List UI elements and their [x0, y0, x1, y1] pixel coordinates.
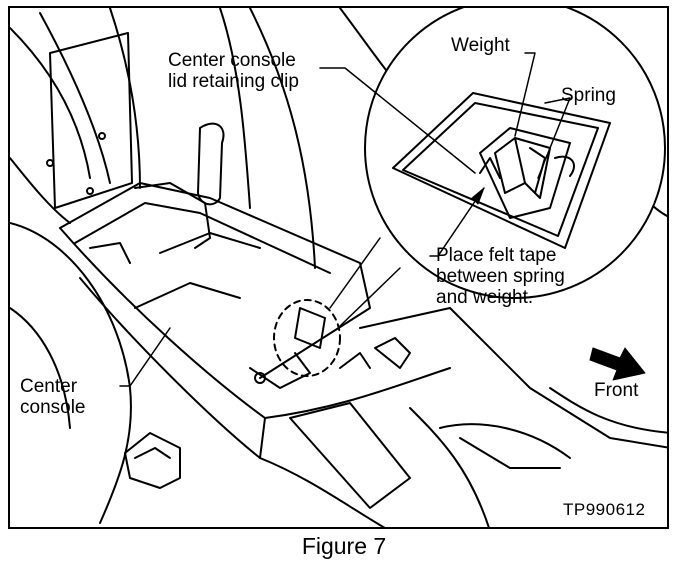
felt-tape-label: Place felt tape between spring and weigh…	[436, 245, 565, 308]
leader-lines	[119, 52, 571, 387]
figure-caption: Figure 7	[301, 533, 387, 559]
figure-reference-code: TP990612	[563, 500, 646, 519]
left-seat-cushion	[10, 222, 132, 524]
console-tray	[59, 182, 371, 379]
console-lower	[289, 307, 667, 527]
front-arrow-icon	[589, 347, 646, 381]
left-seat-back	[10, 12, 111, 224]
retaining-clip-label: Center console lid retaining clip	[168, 50, 299, 92]
detail-magnifier	[329, 8, 666, 327]
console-body	[59, 227, 451, 527]
hinge-bracket	[46, 32, 225, 209]
seat-belt-buckle	[124, 432, 181, 489]
felt-tape-arrowhead	[471, 187, 485, 205]
clip-locator-circle	[273, 299, 341, 377]
console-illustration	[10, 8, 667, 527]
front-label: Front	[594, 380, 639, 401]
center-console-label: Center console	[20, 376, 86, 418]
illustration-frame: Center console lid retaining clip Weight…	[8, 6, 669, 529]
weight-label: Weight	[451, 35, 510, 56]
spring-label: Spring	[561, 85, 616, 106]
